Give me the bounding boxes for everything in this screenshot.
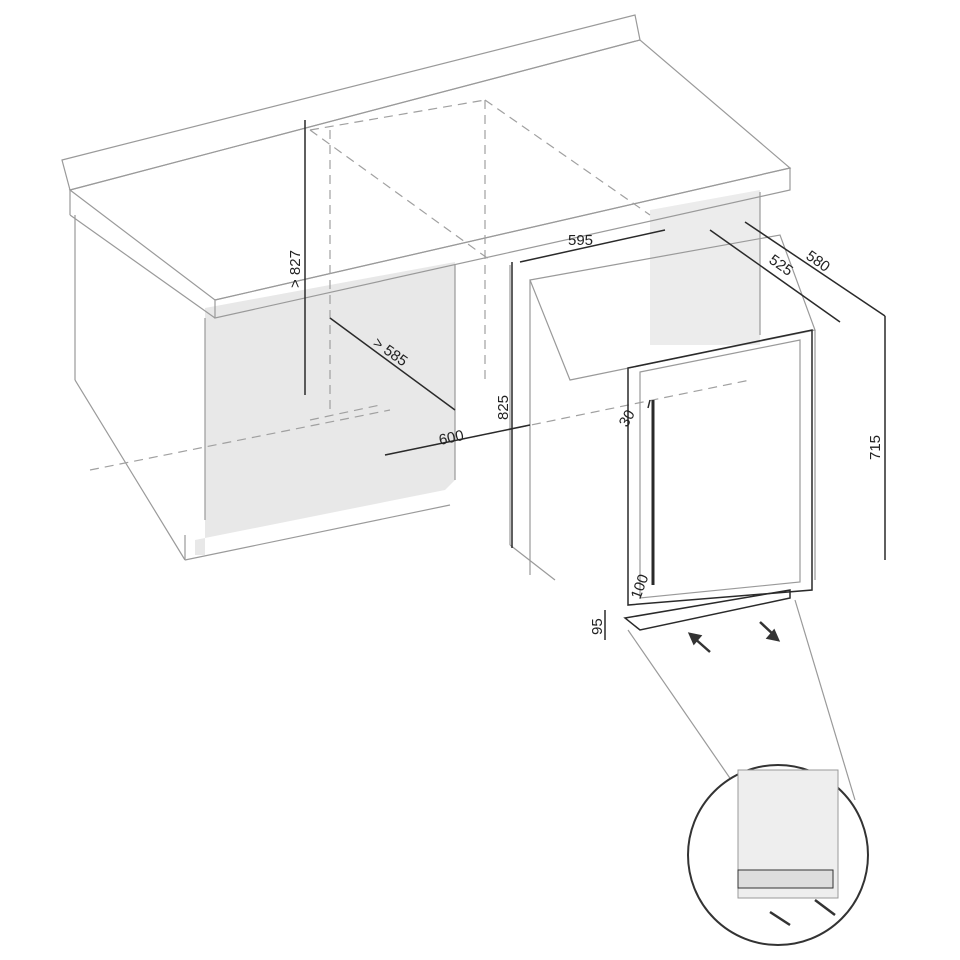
cabinet-side-shade xyxy=(195,262,455,555)
dim-door-gap: 30 xyxy=(616,407,639,430)
airflow-arrows xyxy=(687,621,781,653)
countertop xyxy=(61,14,792,319)
cabinet xyxy=(74,192,761,561)
detail-magnifier xyxy=(627,599,869,946)
dim-niche-height: > 827 xyxy=(287,250,304,288)
cabinet-right-shade xyxy=(650,190,760,345)
wine-cooler xyxy=(509,234,816,631)
dim-appliance-height: 825 xyxy=(495,395,512,420)
dim-body-depth: 525 xyxy=(766,251,796,279)
dimension-lines xyxy=(304,120,886,640)
dim-appliance-width: 595 xyxy=(568,232,593,249)
dim-door-height: 715 xyxy=(867,435,884,460)
dim-niche-width: 600 xyxy=(437,427,465,449)
dim-plinth-height: 95 xyxy=(589,618,606,635)
dim-total-depth: 580 xyxy=(803,247,833,275)
